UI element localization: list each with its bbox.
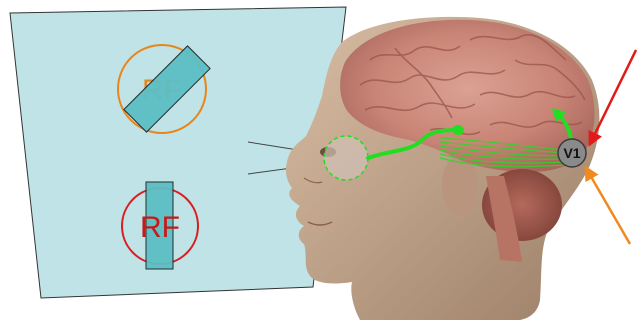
- eye-lens-circle: [324, 136, 368, 180]
- lgn-node: [452, 125, 464, 135]
- electrode-arrow-bottom: [586, 168, 630, 244]
- v1-label: V1: [563, 145, 580, 161]
- v1-node: V1: [558, 139, 586, 167]
- rf-bottom-label: RF: [140, 211, 180, 244]
